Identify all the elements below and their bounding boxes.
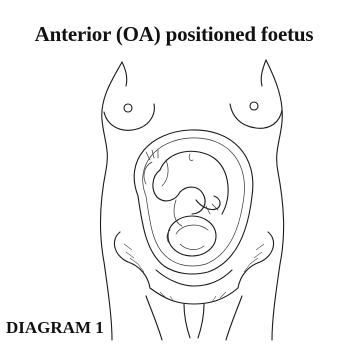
navel — [189, 154, 193, 161]
pelvis — [114, 232, 273, 338]
diagram-caption: DIAGRAM 1 — [6, 318, 104, 338]
foetus — [144, 150, 228, 256]
breast-left — [104, 104, 154, 130]
breast-right — [230, 102, 282, 128]
thighs — [146, 296, 242, 340]
